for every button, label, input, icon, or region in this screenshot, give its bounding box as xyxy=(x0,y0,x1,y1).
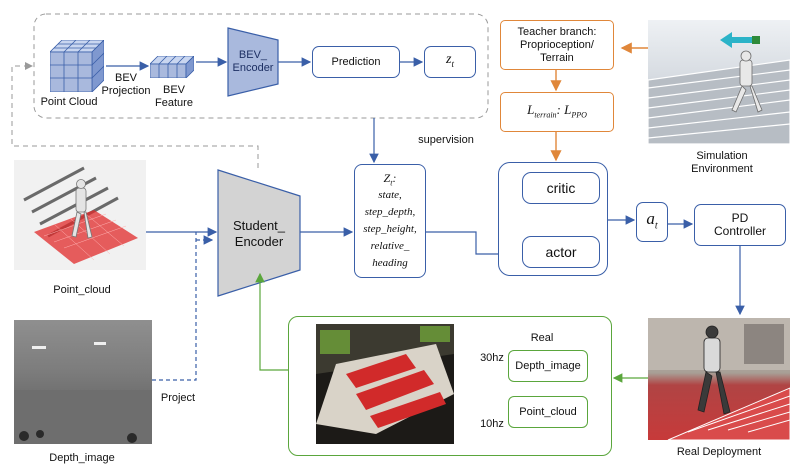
prediction-label: Prediction xyxy=(331,55,381,68)
bev-encoder-label: BEV_ Encoder xyxy=(232,49,274,74)
critic-label: critic xyxy=(546,179,576,196)
depth-image-box: Depth_image xyxy=(508,350,588,382)
loss-label: Lterrain: LPPO xyxy=(527,101,587,120)
z-t-feature-title: Zt: xyxy=(383,171,397,188)
actor-box: actor xyxy=(522,236,600,268)
robot-figure-pc xyxy=(71,179,93,239)
depth-image-left-label: Depth_image xyxy=(49,452,115,464)
critic-box: critic xyxy=(522,172,600,204)
voxel-cube-icon xyxy=(50,40,104,92)
loss-box: Lterrain: LPPO xyxy=(500,92,614,132)
teacher-branch-box: Teacher branch: Proprioception/ Terrain xyxy=(500,20,614,70)
pd-controller-box: PD Controller xyxy=(694,204,786,246)
z-item-step-depth: step_depth, xyxy=(364,206,416,219)
bev-dashed-region xyxy=(33,13,489,119)
action-label: at xyxy=(646,208,658,232)
student-encoder-label: Student_ Encoder xyxy=(232,218,286,249)
bev-projection-label: BEV Projection xyxy=(101,72,151,97)
hz10-label: 10hz xyxy=(480,418,504,430)
z-t-feature-items: state, step_depth, step_height, relative… xyxy=(355,187,425,272)
student-encoder-shape xyxy=(217,169,301,297)
z-item-relative: relative_ xyxy=(370,240,410,253)
pd-controller-label: PD Controller xyxy=(713,211,767,238)
z-t-small-box: zt xyxy=(424,46,476,78)
real-deployment-image xyxy=(648,318,790,440)
bev-feature-grid-icon xyxy=(150,56,194,78)
actor-label: actor xyxy=(545,243,577,260)
action-box: at xyxy=(636,202,668,242)
z-item-step-height: step_height, xyxy=(363,223,417,236)
robot-figure-sim xyxy=(731,50,763,113)
point-cloud-left-label: Point_cloud xyxy=(53,284,111,296)
depth-image-box-label: Depth_image xyxy=(515,359,581,372)
simulation-environment-label: Simulation Environment xyxy=(691,150,753,175)
velocity-arrow-icon xyxy=(720,32,752,48)
teacher-branch-label: Teacher branch: Proprioception/ Terrain xyxy=(517,25,597,64)
dashed-feedback-line xyxy=(11,62,259,168)
point-cloud-top-label: Point Cloud xyxy=(40,96,98,108)
z-t-small-label: zt xyxy=(446,52,454,69)
simulation-environment-image xyxy=(648,20,790,144)
point-cloud-box: Point_cloud xyxy=(508,396,588,428)
real-label: Real xyxy=(530,332,554,344)
project-label: Project xyxy=(160,392,196,404)
z-item-heading: heading xyxy=(372,257,408,270)
depth-image xyxy=(14,320,152,444)
z-item-state: state, xyxy=(378,189,402,202)
z-t-feature-box: Zt: state, step_depth, step_height, rela… xyxy=(354,164,426,278)
robot-figure-real xyxy=(697,325,731,415)
prediction-box: Prediction xyxy=(312,46,400,78)
red-scan-grid xyxy=(34,210,138,264)
real-deployment-label: Real Deployment xyxy=(676,446,762,458)
bev-encoder-shape xyxy=(227,27,279,97)
supervision-label: supervision xyxy=(418,134,474,146)
point-cloud-box-label: Point_cloud xyxy=(519,405,577,418)
bev-feature-label: BEV Feature xyxy=(155,84,193,109)
real-point-cloud-image xyxy=(316,324,454,444)
point-cloud-image xyxy=(14,160,146,270)
hz30-label: 30hz xyxy=(480,352,504,364)
